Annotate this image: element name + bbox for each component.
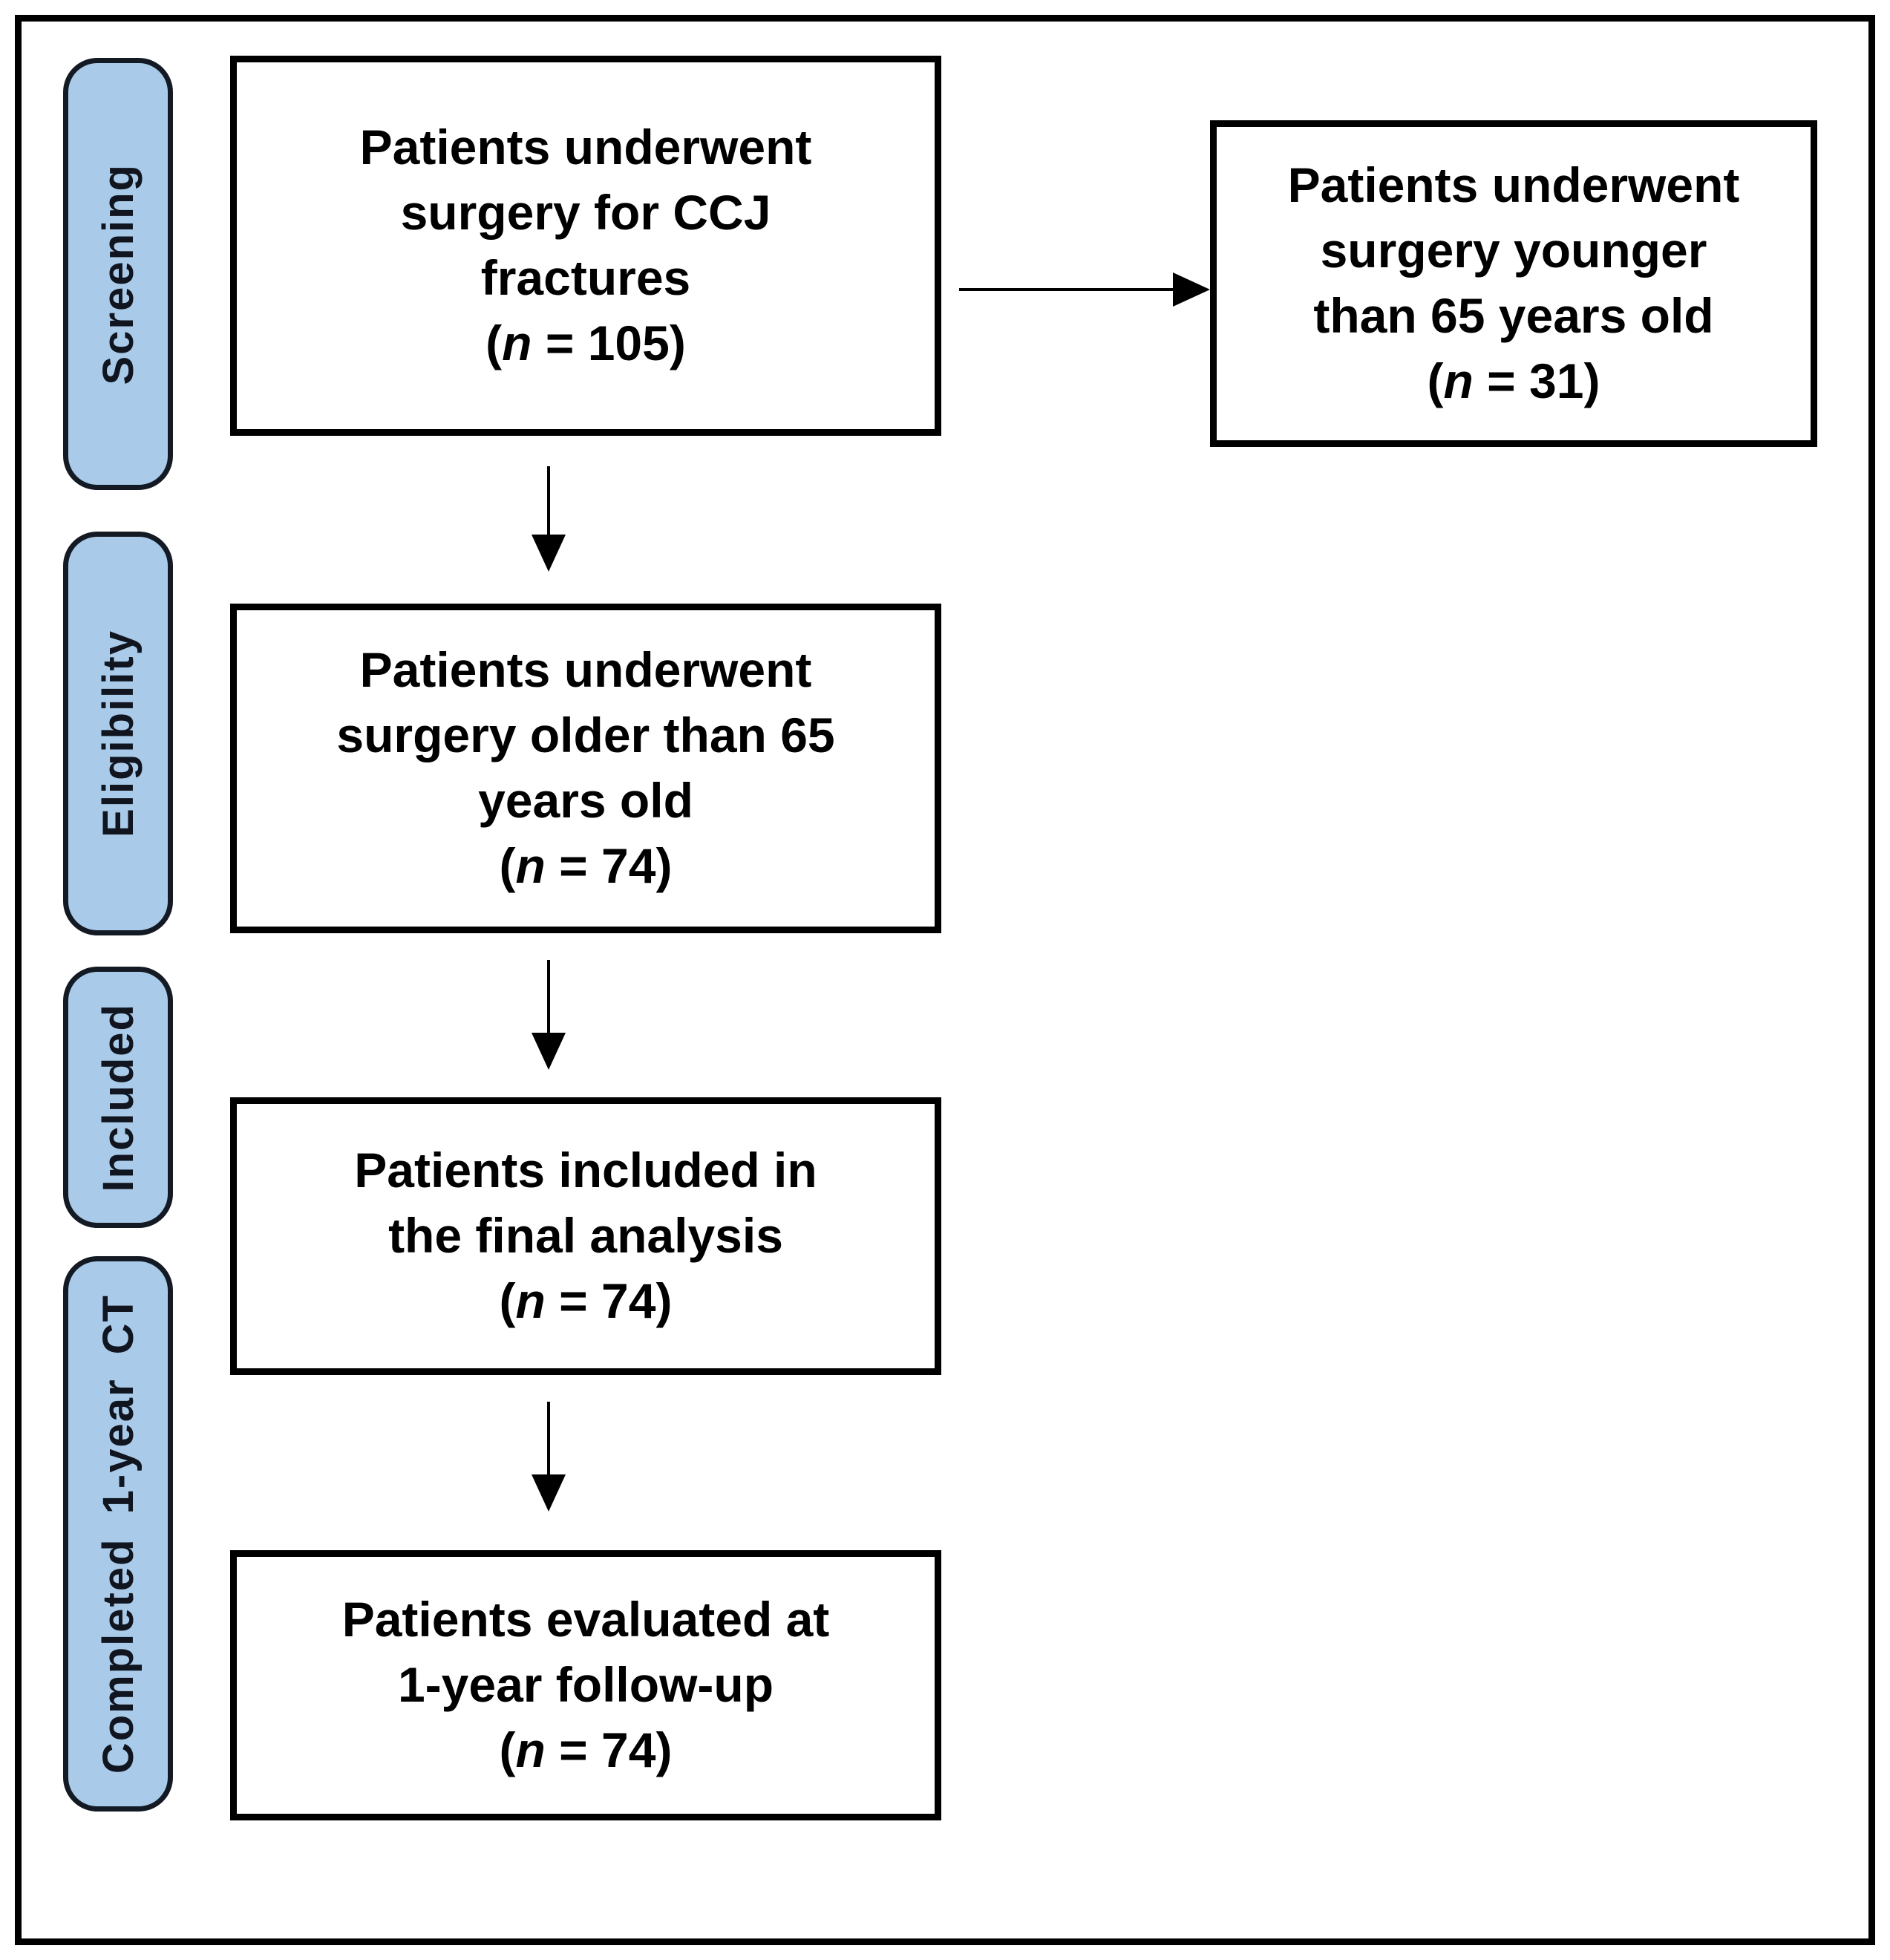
arrow-right-icon [959, 288, 1177, 291]
box-patients-included-final-analysis: Patients included in the final analysis … [230, 1097, 941, 1375]
count-value: = 74) [545, 837, 673, 893]
arrow-right-head-icon [1173, 272, 1210, 307]
box-text-line: the final analysis [388, 1208, 783, 1264]
count-variable: n [502, 315, 532, 370]
box-patients-younger-than-65: Patients underwent surgery younger than … [1210, 120, 1817, 447]
box-text-line: Patients evaluated at [341, 1592, 830, 1647]
box-text-line: surgery younger [1320, 223, 1707, 278]
count-variable: n [515, 837, 546, 893]
stage-label-screening: Screening [94, 163, 143, 385]
box-text-line: years old [478, 773, 693, 828]
count-value: = 74) [545, 1273, 673, 1328]
box-text-line: surgery for CCJ [400, 185, 771, 241]
count-open: ( [499, 1273, 516, 1328]
count-value: = 31) [1473, 353, 1600, 408]
box-count: (n = 105) [485, 311, 686, 376]
box-text-line: Patients underwent [359, 642, 812, 698]
stage-pill-screening: Screening [63, 58, 173, 490]
arrow-down-head-icon [532, 1474, 566, 1512]
box-patients-underwent-surgery: Patients underwent surgery for CCJ fract… [230, 56, 941, 436]
arrow-down-head-icon [532, 535, 566, 572]
count-open: ( [1427, 353, 1444, 408]
box-text-line: 1-year follow-up [397, 1657, 774, 1713]
stage-label-completed-1-year-ct: Completed 1-year CT [94, 1293, 143, 1774]
arrow-down-icon [547, 960, 550, 1034]
count-value: = 74) [545, 1722, 673, 1777]
box-patients-evaluated-1-year-followup: Patients evaluated at 1-year follow-up (… [230, 1550, 941, 1820]
arrow-down-icon [547, 466, 550, 538]
stage-label-included: Included [94, 1002, 143, 1192]
stage-pill-included: Included [63, 967, 173, 1228]
box-text-line: surgery older than 65 [336, 708, 835, 763]
box-patients-older-than-65: Patients underwent surgery older than 65… [230, 604, 941, 933]
arrow-down-icon [547, 1402, 550, 1476]
arrow-down-head-icon [532, 1033, 566, 1070]
box-count: (n = 74) [500, 1269, 673, 1334]
box-text-line: Patients underwent [1287, 157, 1740, 213]
box-text-line: Patients underwent [359, 120, 812, 175]
stage-pill-completed-1-year-ct: Completed 1-year CT [63, 1256, 173, 1812]
box-text-line: fractures [480, 250, 691, 305]
count-open: ( [499, 837, 516, 893]
count-variable: n [515, 1722, 546, 1777]
diagram-frame [15, 15, 1875, 1945]
box-text-line: than 65 years old [1313, 288, 1714, 343]
box-text-line: Patients included in [354, 1143, 817, 1198]
stage-pill-eligibility: Eligibility [63, 532, 173, 935]
count-open: ( [485, 315, 503, 370]
box-count: (n = 74) [500, 1718, 673, 1783]
count-open: ( [499, 1722, 516, 1777]
stage-label-eligibility: Eligibility [94, 630, 143, 837]
count-variable: n [1443, 353, 1474, 408]
count-value: = 105) [532, 315, 686, 370]
box-count: (n = 31) [1428, 349, 1600, 414]
count-variable: n [515, 1273, 546, 1328]
box-count: (n = 74) [500, 834, 673, 899]
